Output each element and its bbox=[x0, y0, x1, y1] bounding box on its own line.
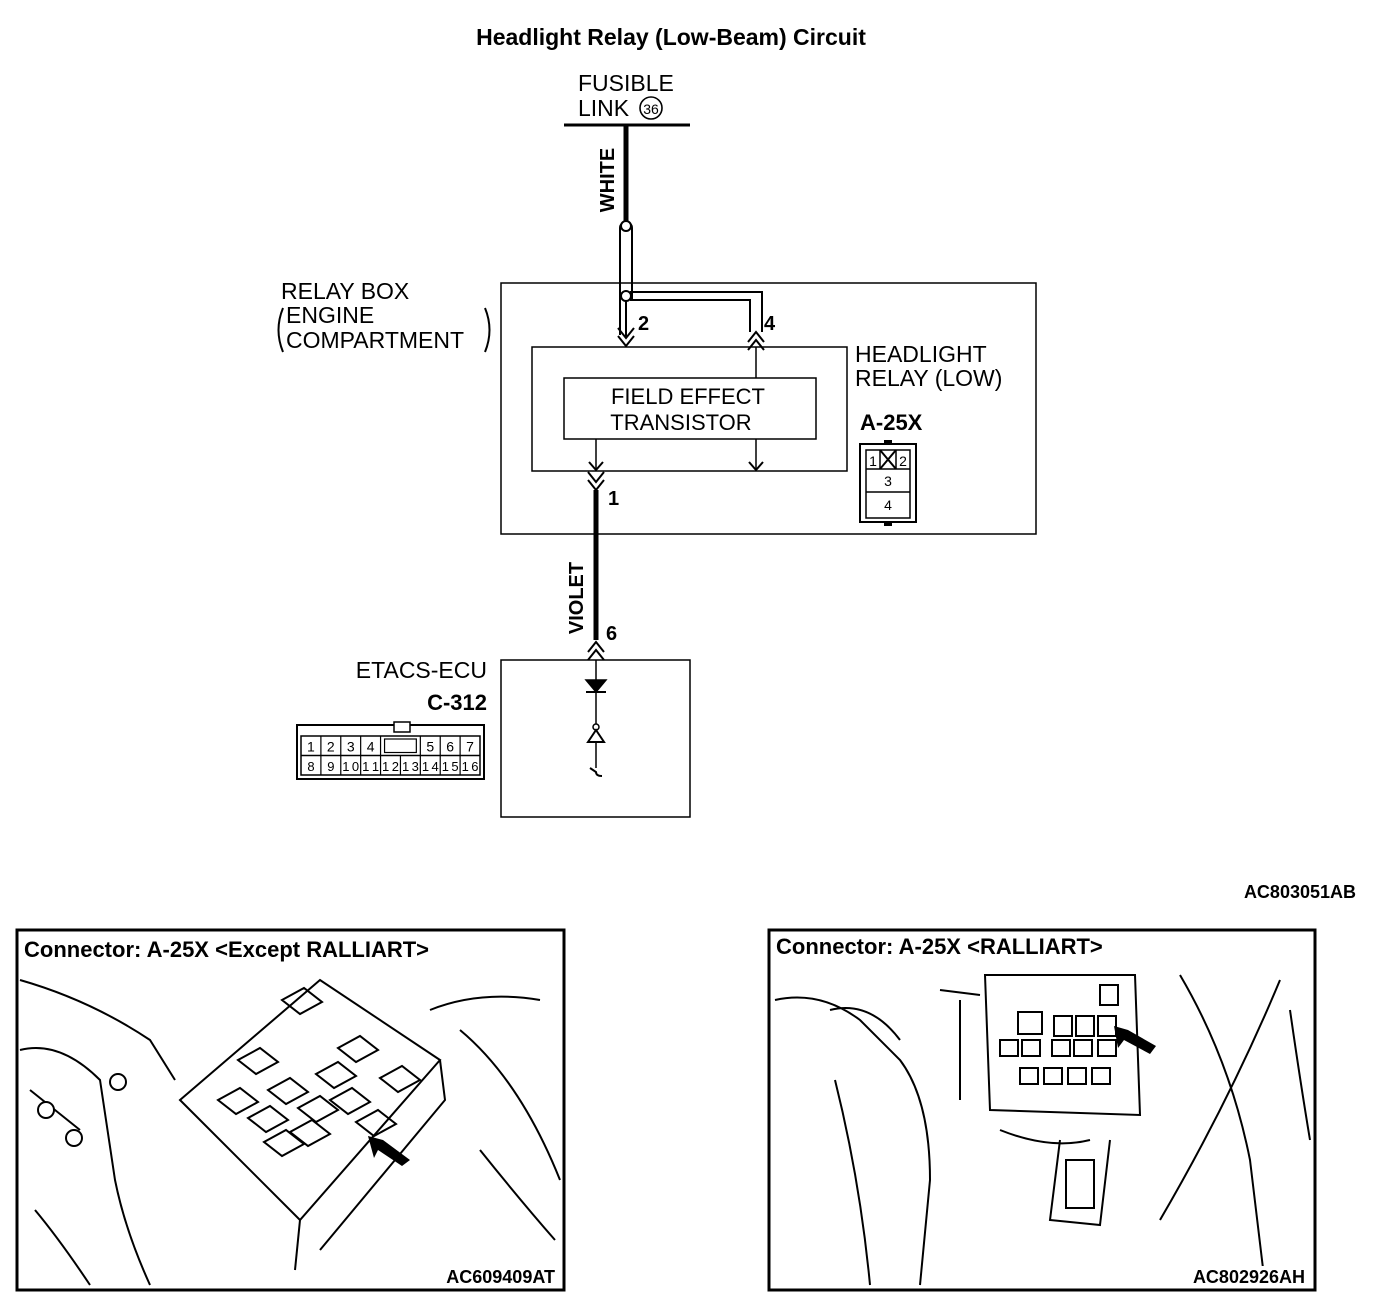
a25x-pin-4: 4 bbox=[884, 497, 892, 513]
headlight-relay-label-line2: RELAY (LOW) bbox=[855, 365, 1002, 391]
photo-1-arrow-icon bbox=[368, 1136, 410, 1166]
a25x-tab-bottom bbox=[884, 522, 892, 526]
fusible-link-number-circle bbox=[639, 96, 663, 120]
c312-pin-bottom: 12 bbox=[382, 759, 399, 774]
c312-pin-bottom: 8 bbox=[307, 759, 314, 774]
c312-pin-top: 2 bbox=[327, 739, 335, 755]
photo-1-bolt-icon-2 bbox=[65, 1129, 83, 1147]
photo-1-sketch-relays bbox=[216, 986, 422, 1158]
c312-outline bbox=[296, 724, 485, 780]
pin-2-label: 2 bbox=[638, 313, 649, 335]
c312-pin-bottom: 16 bbox=[462, 759, 479, 774]
white-wire-splice-top bbox=[620, 220, 632, 232]
etacs-ecu-label: ETACS-ECU bbox=[356, 657, 487, 683]
c312-pin-bottom: 10 bbox=[342, 759, 359, 774]
c312-pin-top: 1 bbox=[307, 739, 315, 755]
diode-icon bbox=[584, 679, 608, 694]
relay-internal-arrow-down-right bbox=[748, 461, 764, 472]
ecu-internal-break bbox=[589, 767, 603, 777]
fet-label-line1: FIELD EFFECT bbox=[611, 384, 765, 409]
c312-key-tab bbox=[393, 721, 411, 733]
fet-label-line2: TRANSISTOR bbox=[610, 410, 751, 435]
branch-wire-pin4 bbox=[630, 291, 763, 332]
c312-pin-top: 3 bbox=[347, 739, 355, 755]
c312-pin-bottom: 15 bbox=[442, 759, 459, 774]
photo-code-bg-1 bbox=[430, 1266, 560, 1288]
pin-4-label: 4 bbox=[764, 313, 776, 335]
relay-box-label-line2: ENGINE bbox=[286, 302, 374, 328]
relay-box-label-line3: COMPARTMENT bbox=[286, 327, 464, 353]
headlight-relay-label-line1: HEADLIGHT bbox=[855, 341, 987, 367]
fusible-link-label-line2: LINK bbox=[578, 95, 630, 121]
white-wire-splice bbox=[620, 290, 632, 302]
violet-wire-label: VIOLET bbox=[566, 562, 588, 634]
c312-pin-bottom: 14 bbox=[422, 759, 439, 774]
photo-caption-1: Connector: A-25X <Except RALLIART> bbox=[24, 937, 429, 962]
c312-pin-top: 5 bbox=[426, 739, 434, 755]
photo-frame-1 bbox=[15, 928, 566, 1292]
c312-pin-bottom: 11 bbox=[362, 759, 379, 774]
photo-caption-2: Connector: A-25X <RALLIART> bbox=[776, 934, 1103, 959]
c312-pin-top: 4 bbox=[367, 739, 375, 755]
c312-pin-bottom: 9 bbox=[327, 759, 334, 774]
photo-frame-2 bbox=[767, 928, 1317, 1292]
c312-pin-bottom: 13 bbox=[402, 759, 419, 774]
pin-1-arrow bbox=[587, 471, 605, 492]
fusible-link-number: 36 bbox=[643, 101, 659, 117]
a25x-tab-top bbox=[884, 440, 892, 444]
photo-1-bolt-icon-3 bbox=[109, 1073, 127, 1091]
relay-box-paren-left bbox=[277, 307, 284, 353]
a25x-pin-2: 2 bbox=[899, 453, 907, 469]
relay-box-paren-right bbox=[484, 307, 491, 353]
a25x-blank-cross bbox=[879, 449, 897, 470]
photo-code-2: AC802926AH bbox=[1193, 1267, 1305, 1287]
headlight-relay-outline bbox=[531, 346, 848, 472]
photo-2-arrow-icon bbox=[1114, 1026, 1156, 1054]
a25x-connector-label: A-25X bbox=[860, 410, 923, 435]
pin-6-arrow bbox=[587, 640, 605, 661]
photo-2-sketch-frame bbox=[774, 974, 1311, 1286]
connector-photo-ralliart: Connector: A-25X <RALLIART> AC802926AH bbox=[767, 928, 1317, 1292]
relay-internal-arrow-down-left bbox=[588, 461, 604, 472]
page-title: Headlight Relay (Low-Beam) Circuit bbox=[476, 24, 866, 50]
c312-blank-cavity bbox=[383, 738, 417, 754]
white-wire-label: WHITE bbox=[597, 148, 619, 212]
photo-code-bg-2 bbox=[1180, 1266, 1310, 1288]
diagram-code: AC803051AB bbox=[1244, 882, 1356, 902]
c312-pin-top: 7 bbox=[466, 739, 474, 755]
photo-1-bolt-icon bbox=[37, 1101, 55, 1119]
a25x-pin-3: 3 bbox=[884, 473, 892, 489]
c312-pin-top: 6 bbox=[446, 739, 454, 755]
a25x-connector-face bbox=[865, 449, 911, 519]
pin-6-label: 6 bbox=[606, 623, 617, 645]
ecu-internal-arrow bbox=[586, 728, 606, 743]
connector-photo-except-ralliart: Connector: A-25X <Except RALLIART> AC609… bbox=[15, 928, 566, 1292]
pin-1-label: 1 bbox=[608, 488, 619, 510]
relay-box-label-line1: RELAY BOX bbox=[281, 278, 409, 304]
fet-box bbox=[563, 377, 817, 440]
fusible-link-label-line1: FUSIBLE bbox=[578, 70, 674, 96]
relay-box-outline bbox=[500, 282, 1037, 535]
a25x-pin-1: 1 bbox=[869, 453, 877, 469]
photo-code-1: AC609409AT bbox=[446, 1267, 555, 1287]
c312-connector-label: C-312 bbox=[427, 690, 487, 715]
